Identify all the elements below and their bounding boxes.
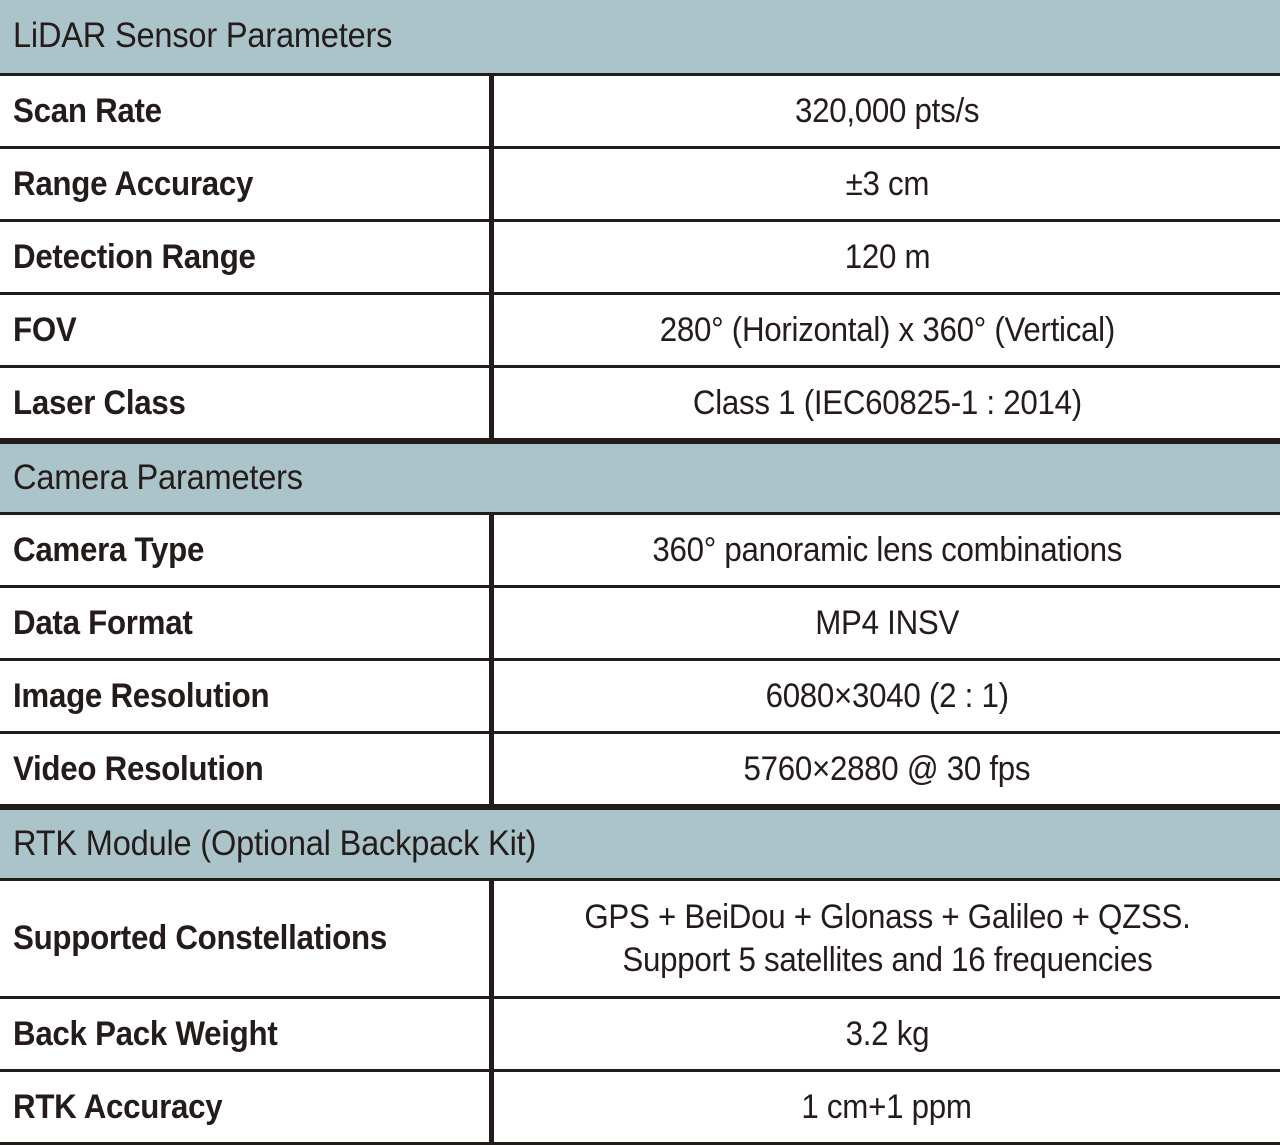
section-header-camera: Camera Parameters <box>0 441 1280 515</box>
section-header-label: Camera Parameters <box>13 457 303 497</box>
row-value: 120 m <box>844 237 930 276</box>
row-value-cell: 320,000 pts/s <box>494 76 1280 146</box>
row-value: 280° (Horizontal) x 360° (Vertical) <box>659 310 1115 349</box>
row-label: Video Resolution <box>13 749 264 788</box>
row-label-cell: Detection Range <box>0 222 494 292</box>
section-header-lidar: LiDAR Sensor Parameters <box>0 0 1280 76</box>
section-header-label: LiDAR Sensor Parameters <box>13 16 393 56</box>
row-label-cell: Supported Constellations <box>0 881 494 996</box>
section-header-rtk: RTK Module (Optional Backpack Kit) <box>0 807 1280 881</box>
row-value: MP4 INSV <box>815 603 959 642</box>
row-label: Image Resolution <box>13 676 270 715</box>
row-label-cell: Back Pack Weight <box>0 999 494 1069</box>
table-row: Image Resolution 6080×3040 (2 : 1) <box>0 661 1280 734</box>
table-row: Camera Type 360° panoramic lens combinat… <box>0 515 1280 588</box>
row-value-cell: Class 1 (IEC60825-1 : 2014) <box>494 368 1280 438</box>
table-row: Back Pack Weight 3.2 kg <box>0 999 1280 1072</box>
row-value: 360° panoramic lens combinations <box>652 530 1122 569</box>
row-value-cell: 3.2 kg <box>494 999 1280 1069</box>
row-label-cell: Image Resolution <box>0 661 494 731</box>
row-value: 1 cm+1 ppm <box>801 1087 973 1126</box>
row-value-cell: MP4 INSV <box>494 588 1280 658</box>
row-label: FOV <box>13 310 77 349</box>
row-label-cell: Range Accuracy <box>0 149 494 219</box>
row-value-cell: 360° panoramic lens combinations <box>494 515 1280 585</box>
row-label-cell: Video Resolution <box>0 734 494 804</box>
row-label: RTK Accuracy <box>13 1087 223 1126</box>
row-label: Back Pack Weight <box>13 1014 278 1053</box>
row-value: 3.2 kg <box>845 1014 929 1053</box>
row-label-cell: Data Format <box>0 588 494 658</box>
row-label: Range Accuracy <box>13 164 254 203</box>
table-row: Laser Class Class 1 (IEC60825-1 : 2014) <box>0 368 1280 441</box>
row-value-cell: 280° (Horizontal) x 360° (Vertical) <box>494 295 1280 365</box>
table-row: RTK Accuracy 1 cm+1 ppm <box>0 1072 1280 1145</box>
row-value: 320,000 pts/s <box>794 91 980 130</box>
row-value-cell: 120 m <box>494 222 1280 292</box>
row-label-cell: Scan Rate <box>0 76 494 146</box>
row-label: Scan Rate <box>13 91 162 130</box>
row-label-cell: RTK Accuracy <box>0 1072 494 1142</box>
row-label: Laser Class <box>13 383 186 422</box>
table-row: Detection Range 120 m <box>0 222 1280 295</box>
table-row: Range Accuracy ±3 cm <box>0 149 1280 222</box>
row-label: Detection Range <box>13 237 256 276</box>
row-label: Data Format <box>13 603 193 642</box>
table-row: Supported Constellations GPS + BeiDou + … <box>0 881 1280 999</box>
row-value-cell: 6080×3040 (2 : 1) <box>494 661 1280 731</box>
row-value: 5760×2880 @ 30 fps <box>743 749 1031 788</box>
table-row: Data Format MP4 INSV <box>0 588 1280 661</box>
row-value: Class 1 (IEC60825-1 : 2014) <box>692 383 1082 422</box>
row-label-cell: FOV <box>0 295 494 365</box>
table-row: Scan Rate 320,000 pts/s <box>0 76 1280 149</box>
row-value-cell: 1 cm+1 ppm <box>494 1072 1280 1142</box>
section-header-label: RTK Module (Optional Backpack Kit) <box>13 823 537 863</box>
row-label-cell: Camera Type <box>0 515 494 585</box>
row-value-cell: 5760×2880 @ 30 fps <box>494 734 1280 804</box>
row-label: Camera Type <box>13 530 205 569</box>
row-label: Supported Constellations <box>13 919 387 958</box>
table-row: Video Resolution 5760×2880 @ 30 fps <box>0 734 1280 807</box>
row-value-cell: ±3 cm <box>494 149 1280 219</box>
row-value: GPS + BeiDou + Glonass + Galileo + QZSS.… <box>583 898 1191 979</box>
row-value: ±3 cm <box>845 164 929 203</box>
row-value-cell: GPS + BeiDou + Glonass + Galileo + QZSS.… <box>494 881 1280 996</box>
row-label-cell: Laser Class <box>0 368 494 438</box>
table-row: FOV 280° (Horizontal) x 360° (Vertical) <box>0 295 1280 368</box>
row-value: 6080×3040 (2 : 1) <box>765 676 1009 715</box>
